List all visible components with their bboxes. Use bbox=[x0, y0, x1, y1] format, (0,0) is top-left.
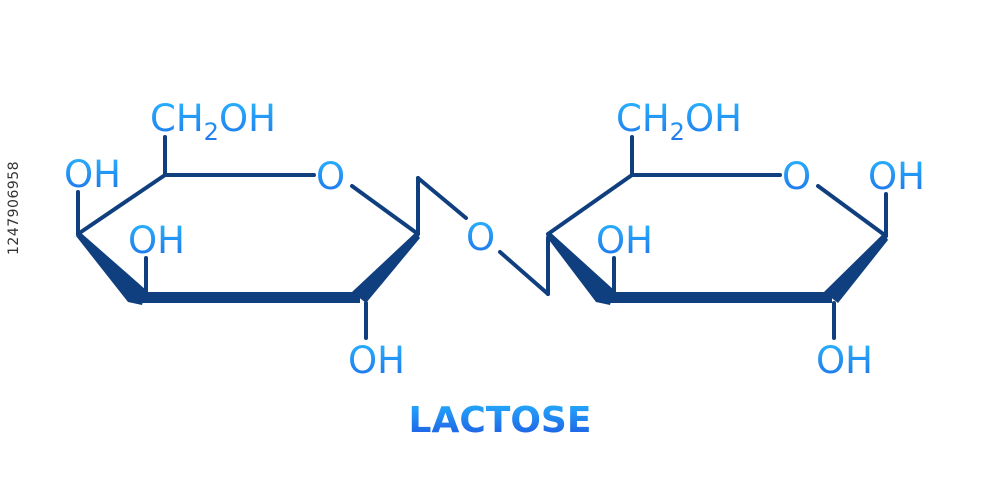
bond bbox=[350, 184, 420, 236]
bond bbox=[498, 250, 550, 296]
ring1-oh-bottom: OH bbox=[348, 339, 405, 382]
ring1-oh-upper-left: OH bbox=[64, 153, 121, 196]
ring-1 bbox=[76, 135, 468, 340]
ring1-ring-oxygen: O bbox=[316, 155, 345, 198]
ring1-oh-inner: OH bbox=[128, 219, 185, 262]
ring2-oh-right: OH bbox=[868, 155, 925, 198]
bridge-oxygen: O bbox=[466, 216, 495, 259]
bond bbox=[416, 176, 468, 220]
wedge-bond bbox=[76, 232, 146, 305]
wedge-bond bbox=[546, 232, 614, 305]
glycosidic-bridge bbox=[498, 236, 550, 296]
bond bbox=[76, 173, 167, 236]
ring2-oh-inner: OH bbox=[596, 219, 653, 262]
diagram-title: LACTOSE bbox=[409, 400, 592, 441]
bond bbox=[546, 173, 634, 236]
stock-image-id: 1247906958 bbox=[6, 160, 22, 255]
front-bond bbox=[608, 292, 832, 303]
wedge-bond bbox=[824, 233, 888, 303]
ring2-oh-bottom: OH bbox=[816, 339, 873, 382]
wedge-bond bbox=[352, 232, 420, 303]
ring2-ch2oh-label: CH2OH bbox=[616, 97, 742, 146]
ring-2 bbox=[546, 135, 888, 340]
ring2-ring-oxygen: O bbox=[782, 155, 811, 198]
bond bbox=[816, 184, 888, 238]
ring1-ch2oh-label: CH2OH bbox=[150, 97, 276, 146]
front-bond bbox=[140, 292, 360, 303]
